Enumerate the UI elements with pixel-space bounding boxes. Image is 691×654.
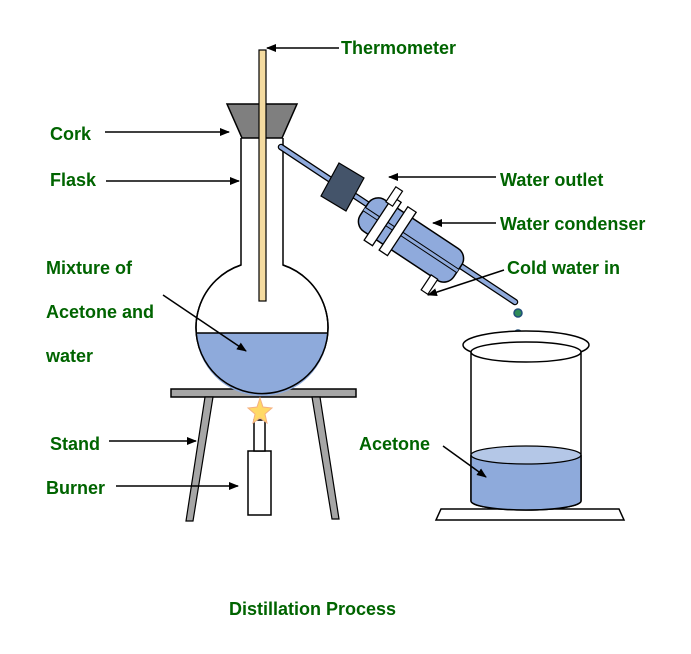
beaker [434, 330, 626, 521]
water-outlet-nozzle [385, 185, 404, 208]
condenser-assembly [277, 143, 519, 306]
label-mixture-line2: Acetone and [46, 302, 154, 322]
condenser-adapter [320, 162, 365, 212]
beaker-base-plate [434, 508, 626, 521]
label-mixture-line1: Mixture of [46, 258, 133, 278]
label-stand: Stand [50, 434, 100, 454]
label-cork: Cork [50, 124, 92, 144]
label-burner: Burner [46, 478, 105, 498]
water-inlet-nozzle [420, 274, 439, 296]
label-mixture-line3: water [45, 346, 93, 366]
label-water-condenser: Water condenser [500, 214, 645, 234]
flame-icon [246, 396, 274, 425]
beaker-liquid [471, 455, 581, 510]
label-acetone: Acetone [359, 434, 430, 454]
label-water-outlet: Water outlet [500, 170, 603, 190]
label-thermometer: Thermometer [341, 38, 456, 58]
leader-arrows [105, 44, 505, 490]
label-flask: Flask [50, 170, 97, 190]
burner [246, 396, 274, 516]
thermometer [258, 49, 267, 302]
diagram-caption: Distillation Process [229, 599, 396, 619]
label-cold-water-in: Cold water in [507, 258, 620, 278]
